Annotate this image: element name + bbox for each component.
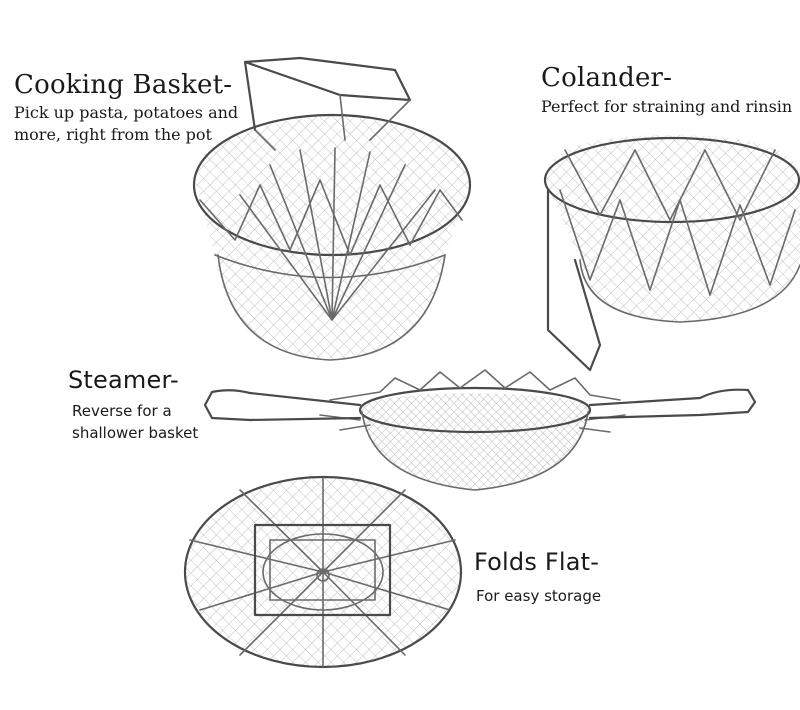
cooking-basket-description-line2: more, right from the pot bbox=[14, 125, 212, 144]
steamer-title: Steamer- bbox=[68, 366, 179, 394]
folds-flat-title: Folds Flat- bbox=[474, 548, 600, 576]
steamer-description-line2: shallower basket bbox=[72, 424, 199, 442]
folds-flat-description: For easy storage bbox=[476, 587, 602, 605]
steamer-description-line1: Reverse for a bbox=[72, 402, 172, 420]
steamer-image bbox=[203, 369, 757, 491]
colander-description: Perfect for straining and rinsin bbox=[541, 97, 793, 116]
cooking-basket-title: Cooking Basket- bbox=[14, 70, 233, 100]
cooking-basket-image bbox=[192, 56, 472, 361]
folds-flat-image bbox=[183, 475, 463, 669]
colander-title: Colander- bbox=[541, 63, 673, 93]
cooking-basket-description-line1: Pick up pasta, potatoes and bbox=[14, 103, 239, 122]
colander-image bbox=[543, 135, 800, 372]
